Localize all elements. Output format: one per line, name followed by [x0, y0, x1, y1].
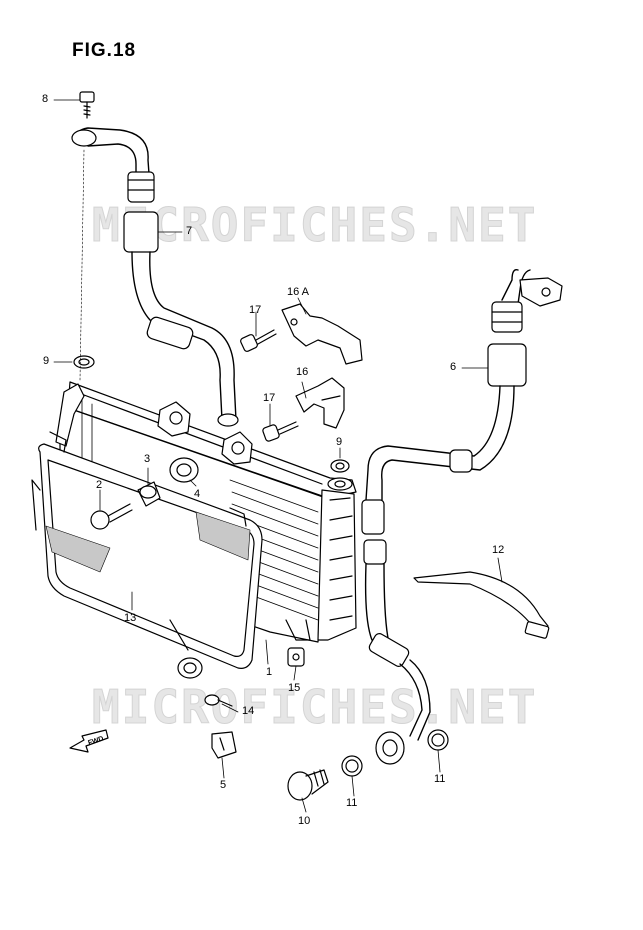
bolt-17b: [262, 421, 299, 442]
leader-lines: [53, 99, 503, 813]
callout-12: 12: [492, 544, 505, 556]
figure-title: FIG.18: [72, 40, 137, 61]
callout-6: 6: [450, 361, 457, 373]
callout-5: 5: [220, 779, 227, 791]
callout-9b: 9: [336, 436, 343, 448]
collar-3: [137, 481, 161, 507]
bolt-2: [90, 503, 133, 530]
screw-14: [204, 694, 233, 707]
callout-16: 16: [296, 366, 309, 378]
callout-1: 1: [266, 666, 273, 678]
callout-11b: 11: [434, 773, 446, 785]
callout-14: 14: [242, 705, 255, 717]
grommet-4: [169, 457, 199, 483]
watermark-bottom: MICROFICHES.NET: [91, 680, 538, 735]
fwd-label: FWD: [87, 735, 104, 747]
bolt-17a: [240, 329, 277, 352]
fwd-arrow-icon: FWD: [69, 729, 109, 753]
plug-10: [287, 769, 329, 801]
callout-17b: 17: [263, 392, 276, 404]
oil-hose-right: [361, 269, 563, 765]
washer-9a: [73, 355, 95, 369]
washer-11b: [427, 729, 449, 751]
callout-16a: 16 A: [287, 286, 310, 298]
callout-15: 15: [288, 682, 301, 694]
cooler-guard: [31, 431, 263, 679]
callout-8: 8: [42, 93, 49, 105]
watermark-top: MICROFICHES.NET: [91, 198, 538, 253]
callout-2: 2: [96, 479, 103, 491]
callout-4: 4: [194, 488, 201, 500]
bolt-8: [79, 91, 95, 119]
clamp-16: [295, 377, 345, 429]
clip-5: [211, 731, 237, 759]
clamp-16a: [281, 303, 363, 365]
nut-15: [287, 647, 305, 667]
washer-9b: [330, 459, 350, 473]
callout-11a: 11: [346, 797, 358, 809]
callout-7: 7: [186, 225, 193, 237]
oil-hose-upper: [71, 127, 239, 427]
washer-11a: [341, 755, 363, 777]
callout-9a: 9: [43, 355, 50, 367]
callout-13: 13: [124, 612, 137, 624]
callout-10: 10: [298, 815, 311, 827]
hose-guard-12: [413, 571, 550, 639]
callout-17a: 17: [249, 304, 262, 316]
callout-3: 3: [144, 453, 151, 465]
